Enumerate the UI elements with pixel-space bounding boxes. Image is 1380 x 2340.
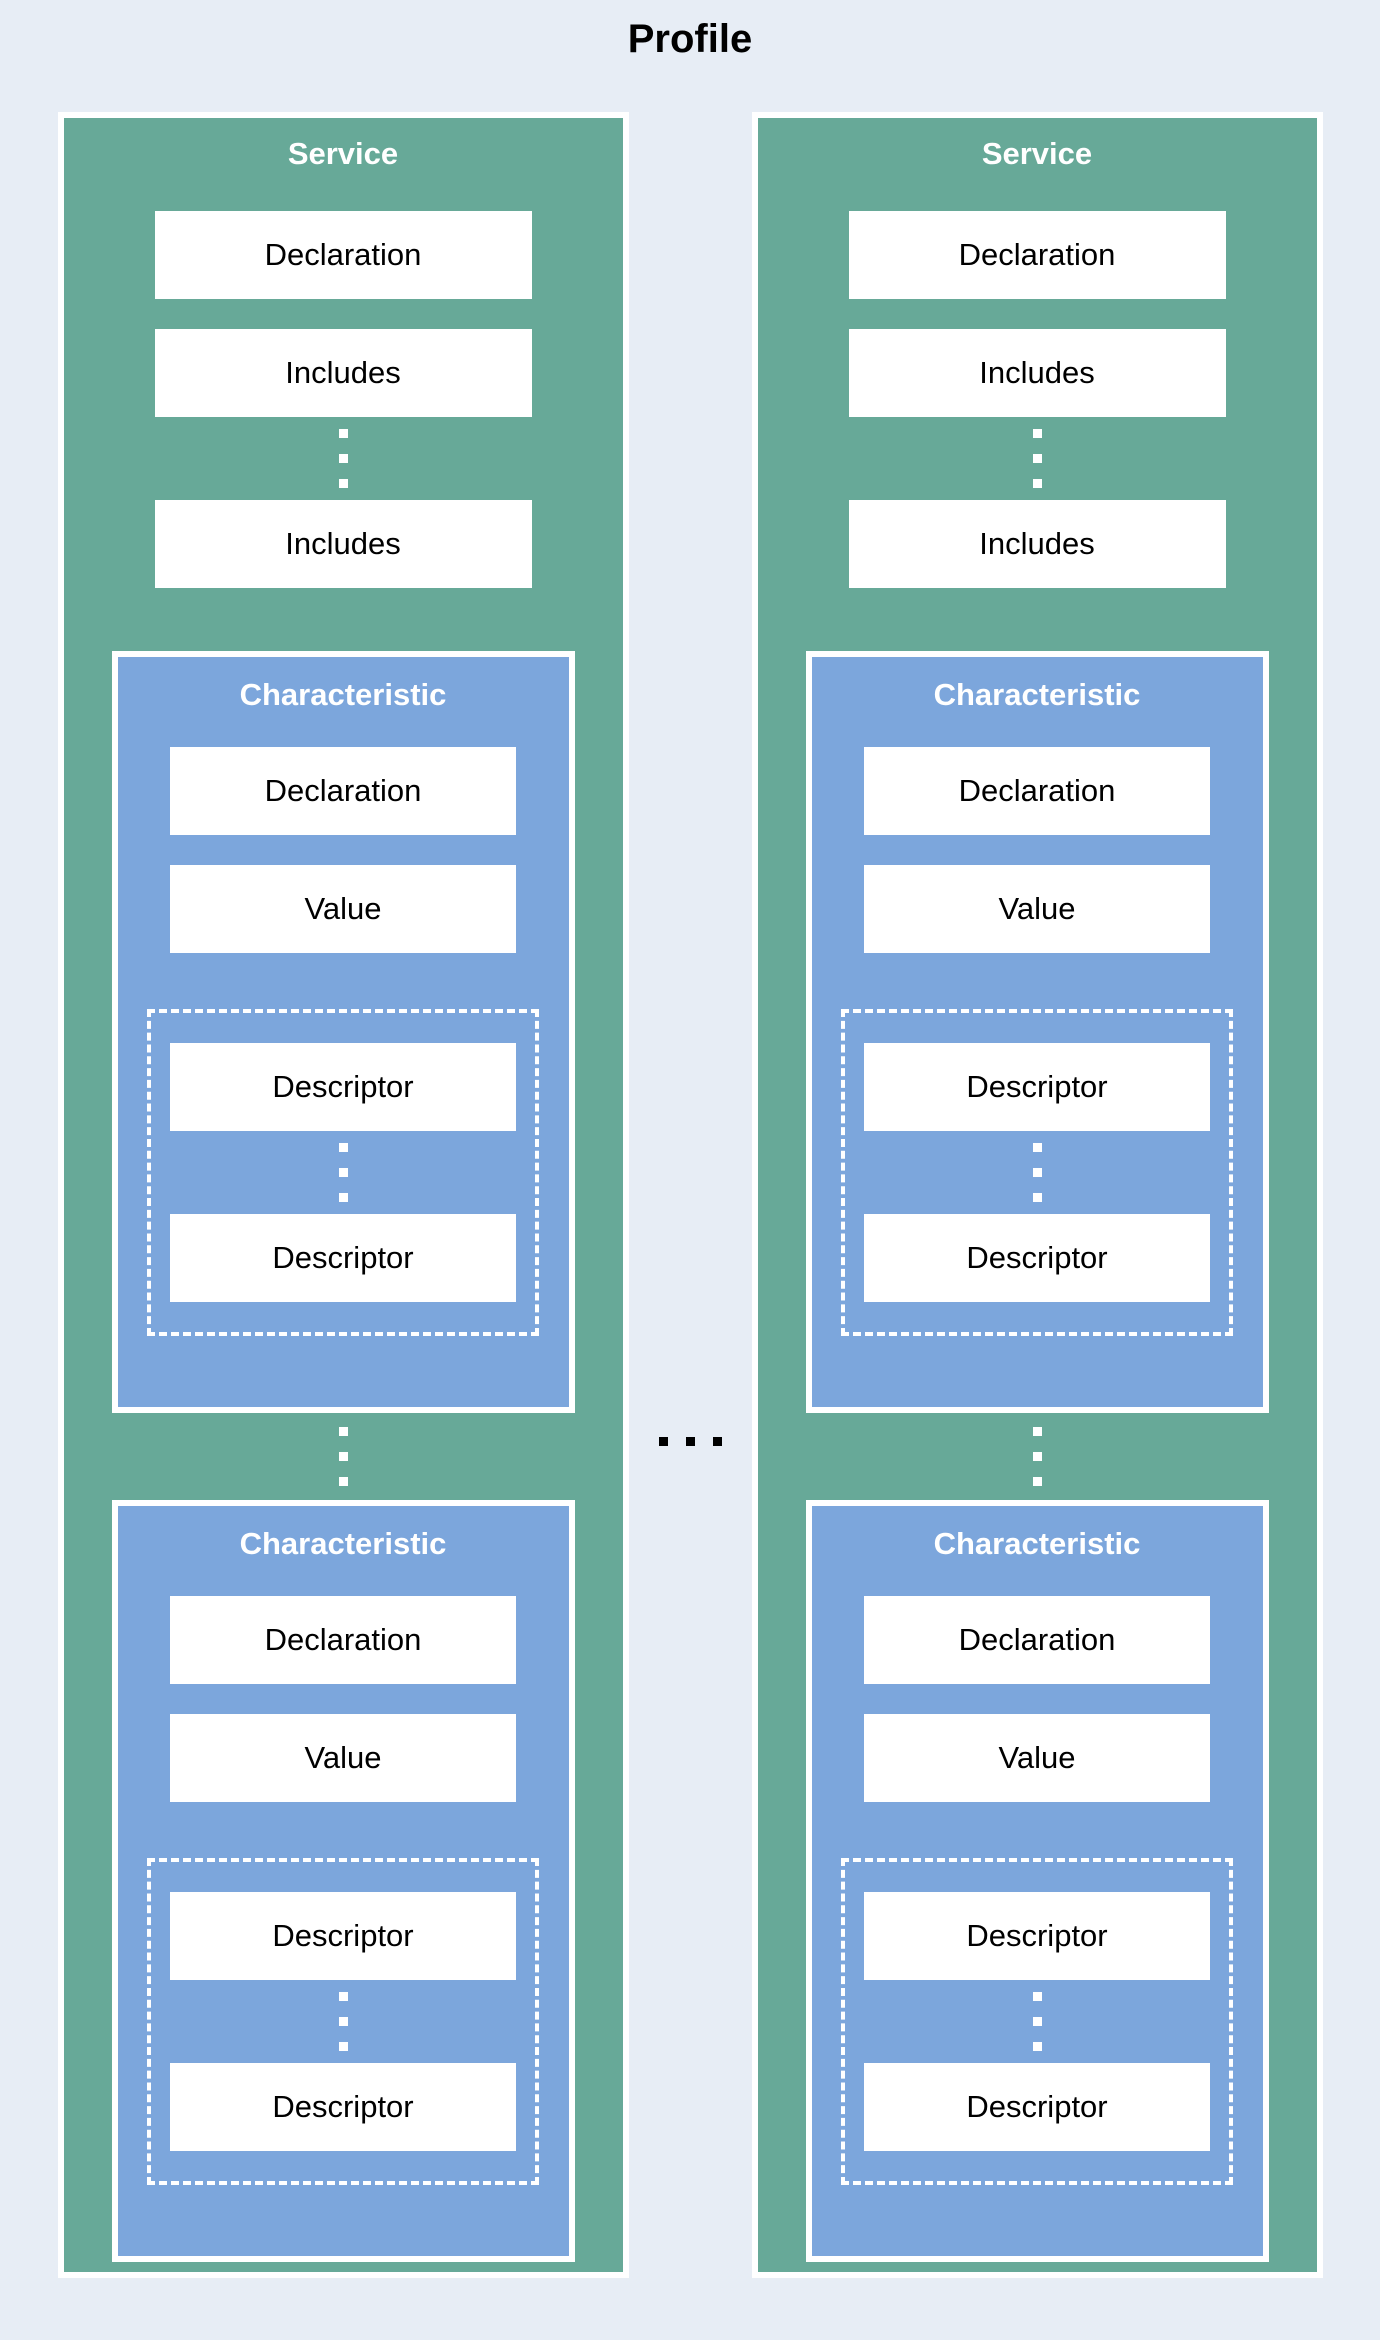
descriptor-group: Descriptor Descriptor <box>841 1858 1233 2185</box>
characteristic-box-2: Characteristic Declaration Value Descrip… <box>805 1500 1269 2262</box>
characteristic-heading: Characteristic <box>239 1526 447 1561</box>
dot <box>712 1437 722 1446</box>
characteristic-box-2: Characteristic Declaration Value Descrip… <box>111 1500 575 2262</box>
vertical-ellipsis-icon <box>338 429 348 488</box>
dot <box>1032 1452 1042 1461</box>
dot <box>338 1193 348 1202</box>
descriptor-box: Descriptor <box>170 1043 516 1131</box>
characteristic-heading: Characteristic <box>933 677 1141 712</box>
vertical-ellipsis-icon <box>1032 1143 1042 1202</box>
dot <box>338 1427 348 1436</box>
characteristic-box-1: Characteristic Declaration Value Descrip… <box>805 651 1269 1413</box>
dot <box>658 1437 668 1446</box>
dot <box>1032 1143 1042 1152</box>
declaration-box: Declaration <box>864 1596 1210 1684</box>
services-row: Service Declaration Includes Includes Ch… <box>0 112 1380 2278</box>
declaration-box: Declaration <box>154 211 532 299</box>
dot <box>1032 2042 1042 2051</box>
declaration-box: Declaration <box>170 1596 516 1684</box>
includes-box: Includes <box>154 329 532 417</box>
value-box: Value <box>864 1714 1210 1802</box>
declaration-box: Declaration <box>848 211 1226 299</box>
descriptor-box: Descriptor <box>170 1214 516 1302</box>
dot <box>1032 1992 1042 2001</box>
vertical-ellipsis-icon <box>1032 1427 1042 1486</box>
dot <box>338 454 348 463</box>
descriptor-box: Descriptor <box>864 1214 1210 1302</box>
value-box: Value <box>170 865 516 953</box>
descriptor-group: Descriptor Descriptor <box>841 1009 1233 1336</box>
service-box-1: Service Declaration Includes Includes Ch… <box>57 112 629 2278</box>
includes-box: Includes <box>848 329 1226 417</box>
characteristic-heading: Characteristic <box>239 677 447 712</box>
vertical-ellipsis-icon <box>338 1992 348 2051</box>
descriptor-group: Descriptor Descriptor <box>147 1858 539 2185</box>
dot <box>1032 1427 1042 1436</box>
characteristic-heading: Characteristic <box>933 1526 1141 1561</box>
declaration-box: Declaration <box>864 747 1210 835</box>
dot <box>1032 429 1042 438</box>
dot <box>338 429 348 438</box>
horizontal-ellipsis-icon <box>658 1437 722 1446</box>
dot <box>1032 1477 1042 1486</box>
characteristic-box-1: Characteristic Declaration Value Descrip… <box>111 651 575 1413</box>
service-heading: Service <box>287 136 399 171</box>
dot <box>338 1477 348 1486</box>
descriptor-box: Descriptor <box>864 2063 1210 2151</box>
dot <box>1032 454 1042 463</box>
descriptor-box: Descriptor <box>170 1892 516 1980</box>
includes-box: Includes <box>848 500 1226 588</box>
vertical-ellipsis-icon <box>1032 1992 1042 2051</box>
dot <box>338 1992 348 2001</box>
descriptor-box: Descriptor <box>864 1892 1210 1980</box>
declaration-box: Declaration <box>170 747 516 835</box>
value-box: Value <box>864 865 1210 953</box>
descriptor-box: Descriptor <box>864 1043 1210 1131</box>
dot <box>338 1452 348 1461</box>
dot <box>338 2042 348 2051</box>
dot <box>1032 479 1042 488</box>
dot <box>338 1143 348 1152</box>
descriptor-box: Descriptor <box>170 2063 516 2151</box>
dot <box>1032 2017 1042 2026</box>
dot <box>1032 1168 1042 1177</box>
vertical-ellipsis-icon <box>338 1143 348 1202</box>
page-title: Profile <box>627 17 753 61</box>
dot <box>338 1168 348 1177</box>
includes-box: Includes <box>154 500 532 588</box>
dot <box>338 2017 348 2026</box>
value-box: Value <box>170 1714 516 1802</box>
dot <box>1032 1193 1042 1202</box>
service-heading: Service <box>981 136 1093 171</box>
vertical-ellipsis-icon <box>1032 429 1042 488</box>
service-box-2: Service Declaration Includes Includes Ch… <box>751 112 1323 2278</box>
dot <box>338 479 348 488</box>
vertical-ellipsis-icon <box>338 1427 348 1486</box>
dot <box>685 1437 695 1446</box>
descriptor-group: Descriptor Descriptor <box>147 1009 539 1336</box>
